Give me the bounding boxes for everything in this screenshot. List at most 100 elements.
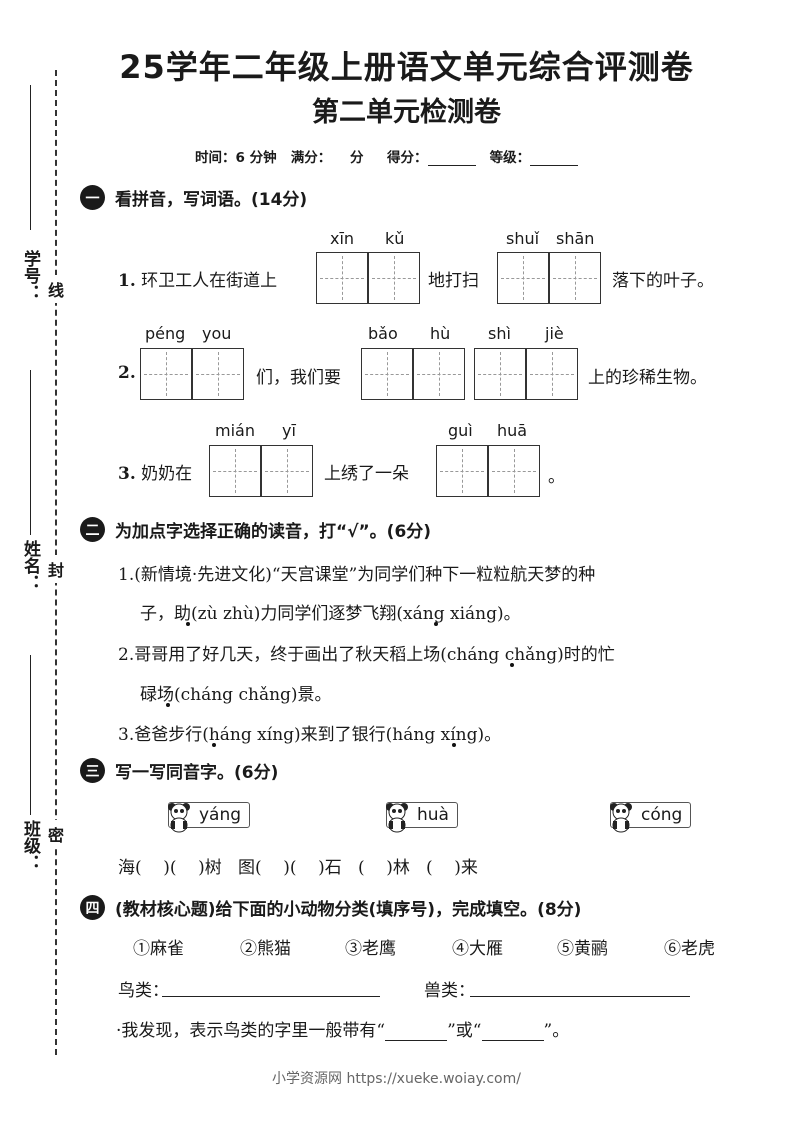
answer-boxes-shuishan[interactable] [497,252,601,304]
animal-3: ③老鹰 [345,939,396,959]
grade-blank[interactable] [530,151,579,166]
q1-1-text-b: 地打扫 [428,271,479,291]
panda-icon [168,803,190,833]
emphasis-dot [510,663,514,667]
seal-char-seal: 封 [48,555,65,583]
char-box[interactable] [436,445,488,497]
bird-label: 鸟类： [118,981,169,1001]
q2-line-2: 子，助(zù zhù)力同学们逐梦飞翔(xáng xiáng)。 [140,604,521,624]
q2-line-4: 碌场(cháng chǎng)景。 [140,685,332,705]
char-box[interactable] [497,252,549,304]
pinyin-shan: shān [556,229,595,248]
pinyin-jie: jiè [545,324,564,343]
q1-2-text-b: 上的珍稀生物。 [588,368,707,388]
panda-icon [386,803,408,833]
radical-blank-2[interactable] [481,1022,544,1041]
discovery-line: ·我发现，表示鸟类的字里一般带有“”或“”。 [116,1021,570,1041]
answer-boxes-baohu[interactable] [361,348,465,400]
char-box[interactable] [209,445,261,497]
section-2-heading: 二 为加点字选择正确的读音，打“√”。(6分) [80,517,431,542]
page-subtitle: 第二单元检测卷 [312,97,501,128]
pinyin-tag-hua: huà [386,802,458,833]
section-3-badge: 三 [80,758,105,783]
char-box[interactable] [549,252,601,304]
class-label: 班级： [20,820,40,871]
score-label: 得分： [387,150,428,166]
pinyin-shui: shuǐ [506,229,540,248]
beast-answer-blank[interactable] [470,978,690,997]
time-label: 时间：6 分钟 [195,150,277,166]
char-box[interactable] [361,348,413,400]
char-box[interactable] [316,252,368,304]
section-4-title: (教材核心题)给下面的小动物分类(填序号)，完成填空。(8分) [115,900,582,920]
char-box[interactable] [192,348,244,400]
q1-3-text-a: 3. 奶奶在 [118,464,193,484]
section-1-badge: 一 [80,185,105,210]
section-2-title: 为加点字选择正确的读音，打“√”。(6分) [115,522,432,542]
q1-1-text-c: 落下的叶子。 [612,271,714,291]
q1-3-text-b: 上绣了一朵 [324,464,409,484]
char-box[interactable] [526,348,578,400]
emphasis-dot [186,622,190,626]
seal-char-secret: 密 [48,820,65,848]
student-id-underline [30,85,31,230]
pinyin-peng: péng [145,324,186,343]
section-3-heading: 三 写一写同音字。(6分) [80,758,278,783]
class-underline [30,655,31,815]
animal-4: ④大雁 [452,939,503,959]
radical-blank-1[interactable] [385,1022,448,1041]
q3-fill-line[interactable]: 海( )( )树 图( )( )石 ( )林 ( )来 [118,858,478,878]
page-title: 25学年二年级上册语文单元综合评测卷 [119,48,694,86]
q1-2-num: 2. [118,363,136,383]
q1-3-text-c: 。 [548,467,565,487]
char-box[interactable] [261,445,313,497]
emphasis-dot [212,743,216,747]
char-box[interactable] [488,445,540,497]
beast-label: 兽类： [424,981,475,1001]
emphasis-dot [452,743,456,747]
animal-6: ⑥老虎 [664,939,715,959]
char-box[interactable] [474,348,526,400]
section-2-badge: 二 [80,517,105,542]
pinyin-hua: huā [497,421,528,440]
pinyin-tag-cong: cóng [610,802,692,833]
bird-answer-blank[interactable] [162,978,380,997]
char-box[interactable] [368,252,420,304]
pinyin-hu: hù [430,324,451,343]
seal-char-line: 线 [48,275,65,303]
emphasis-dot [434,622,438,626]
section-1-heading: 一 看拼音，写词语。(14分) [80,185,307,210]
exam-meta: 时间：6 分钟 满分： 分 得分： 等级： [195,146,579,166]
q1-2-text-a: 们，我们要 [256,368,341,388]
name-label: 姓名： [20,540,40,591]
score-blank[interactable] [427,151,476,166]
full-score-unit: 分 [350,150,364,166]
name-underline [30,370,31,535]
section-1-title: 看拼音，写词语。(14分) [115,190,308,210]
emphasis-dot [166,703,170,707]
animal-5: ⑤黄鹂 [557,939,608,959]
section-3-title: 写一写同音字。(6分) [115,763,279,783]
footer-watermark: 小学资源网 https://xueke.woiay.com/ [272,1071,521,1087]
answer-boxes-shijie[interactable] [474,348,578,400]
q1-1-text-a: 1. 环卫工人在街道上 [118,271,278,291]
q2-line-3: 2.哥哥用了好几天，终于画出了秋天稻上场(cháng chǎng)时的忙 [118,645,615,665]
pinyin-gui: guì [448,421,473,440]
pinyin-ku: kǔ [385,229,405,248]
pinyin-tag-yang: yáng [168,802,251,833]
panda-icon [610,803,632,833]
q2-line-1: 1.(新情境·先进文化)“天宫课堂”为同学们种下一粒粒航天梦的种 [118,565,596,585]
pinyin-xin: xīn [330,229,355,248]
answer-boxes-mianyi[interactable] [209,445,313,497]
animal-2: ②熊猫 [240,939,291,959]
answer-boxes-pengyou[interactable] [140,348,244,400]
q2-line-5: 3.爸爸步行(háng xíng)来到了银行(háng xíng)。 [118,725,502,745]
char-box[interactable] [413,348,465,400]
answer-boxes-guihua[interactable] [436,445,540,497]
animal-1: ①麻雀 [133,939,184,959]
char-box[interactable] [140,348,192,400]
pinyin-you: you [202,324,232,343]
answer-boxes-xinku[interactable] [316,252,420,304]
full-score-label: 满分： [290,150,332,166]
grade-label: 等级： [489,150,531,166]
